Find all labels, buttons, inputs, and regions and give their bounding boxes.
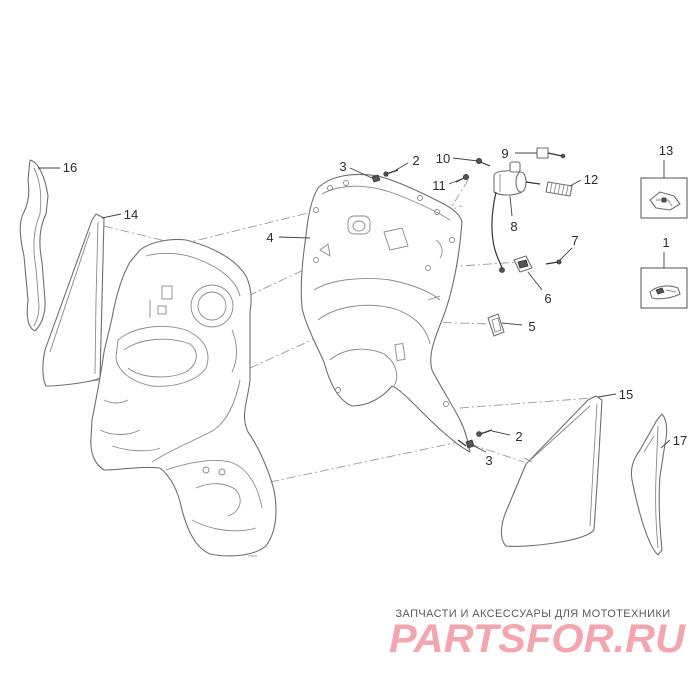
kit-box-1 [640,267,688,309]
leader-6 [527,271,543,291]
assembly-line [269,439,469,483]
leader-2-top [395,162,409,171]
callout-13: 13 [659,143,673,158]
watermark-logo: PARTSFOR.RU [389,617,686,661]
plate-5 [487,313,505,337]
leader-7 [559,247,573,261]
callout-14: 14 [124,207,138,222]
callout-6: 6 [544,291,551,306]
callout-2-bottom: 2 [515,429,522,444]
callout-3-bottom: 3 [485,453,492,468]
watermark-tagline: ЗАПЧАСТИ И АКСЕССУАРЫ ДЛЯ МОТОТЕХНИКИ [395,608,670,620]
leader-4 [278,236,311,239]
assembly-line [459,397,593,409]
sleeve-12 [545,181,573,197]
callout-2-top: 2 [412,153,419,168]
callout-10: 10 [436,151,450,166]
assembly-line [469,443,525,463]
leader-11 [448,177,465,185]
front-shield [90,238,277,557]
leader-lines [38,152,671,453]
lock-actuator-8 [491,161,541,273]
callout-17: 17 [673,433,687,448]
nut-3-bottom [465,439,475,449]
part-14-left-panel [42,213,105,387]
headlight-opening [190,284,234,328]
screw-2-bottom [479,429,493,435]
leader-17 [660,439,671,449]
part-17-right-trim [630,413,668,556]
leader-10 [452,157,479,162]
callout-7: 7 [571,233,578,248]
leader-14 [101,213,122,219]
callout-16: 16 [63,160,77,175]
leader-3-bottom [471,444,487,453]
callout-3-top: 3 [339,159,346,174]
leader-3-top [349,167,373,179]
callout-15: 15 [619,387,633,402]
nut-3-top [371,174,381,183]
leader-12 [569,179,582,187]
clip-6 [513,255,533,273]
leader-5 [501,322,523,326]
inner-leg-shield [300,173,471,453]
storage-opening [347,215,371,235]
bolt-9 [536,147,566,159]
part-16-trim-strip [19,159,49,332]
callout-1: 1 [662,235,669,250]
part-15-right-panel [500,395,603,547]
assembly-line [249,337,317,369]
kit-box-13 [640,177,688,219]
assembly-line [181,211,313,245]
slot [394,343,406,361]
callout-8: 8 [510,219,517,234]
leader-8 [509,195,513,217]
screw-7 [545,261,559,265]
leader-15 [597,393,617,398]
assembly-line [425,321,491,325]
callout-5: 5 [528,319,535,334]
hardware [371,147,573,449]
leader-2-bottom [491,430,511,436]
assembly-line [431,261,519,269]
callout-4: 4 [266,230,273,245]
callout-11: 11 [432,178,446,193]
callout-12: 12 [584,172,598,187]
callout-9: 9 [501,146,508,161]
assembly-line [247,265,313,297]
watermark: ЗАПЧАСТИ И АКСЕССУАРЫ ДЛЯ МОТОТЕХНИКИ PA… [389,608,686,661]
callout-labels: 16 14 3 2 10 9 13 11 12 4 8 7 1 6 5 15 2… [63,143,687,468]
switch-opening [161,285,173,300]
